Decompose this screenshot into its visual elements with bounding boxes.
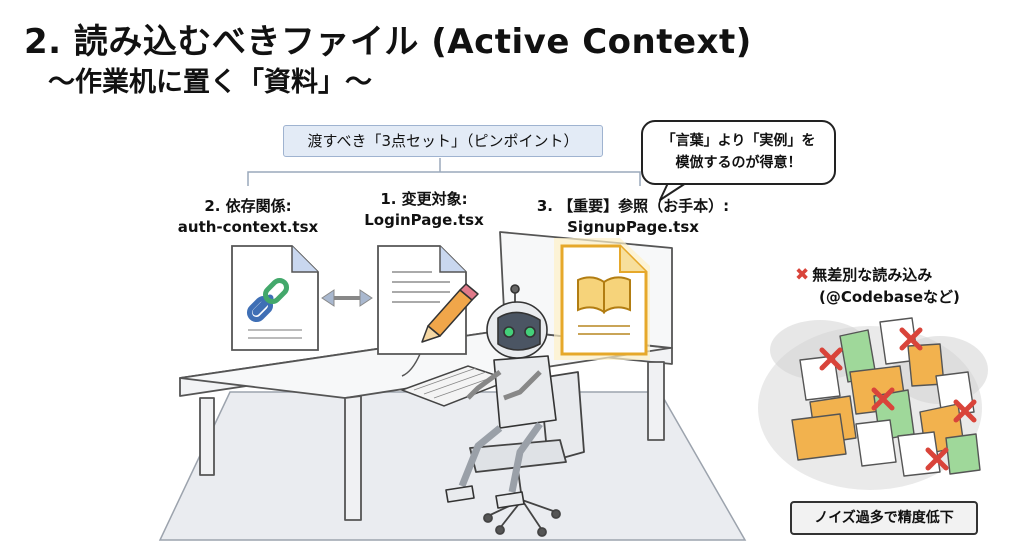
pencil-icon (421, 283, 479, 343)
speech-bubble: 「言葉」より「実例」を 模倣するのが得意！ (641, 120, 836, 185)
banner-bracket (247, 158, 641, 186)
target-file-label: 1. 変更対象: LoginPage.tsx (355, 189, 493, 231)
noise-caption: ✖無差別な読み込み (@Codebaseなど) (795, 264, 985, 308)
noise-badge: ノイズ過多で精度低下 (790, 501, 978, 535)
bubble-line-1: 「言葉」より「実例」を (661, 133, 816, 149)
noise-pile (758, 317, 988, 490)
x-mark-icon (819, 327, 977, 471)
chain-link-icon (246, 277, 290, 323)
page-subtitle: 〜作業机に置く「資料」〜 (48, 67, 372, 98)
dependency-filename: auth-context.tsx (177, 218, 319, 236)
dependency-heading: 2. 依存関係: (204, 197, 292, 215)
page-title: 2. 読み込むべきファイル (Active Context) (24, 22, 752, 62)
double-arrow (321, 289, 373, 307)
x-mark-icon: ✖ (795, 265, 810, 285)
open-book-icon (577, 276, 631, 314)
dependency-file-label: 2. 依存関係: auth-context.tsx (175, 196, 321, 238)
three-point-set-banner: 渡すべき「3点セット」（ピンポイント） (283, 125, 603, 157)
target-file-card[interactable] (377, 245, 479, 377)
dependency-file-card[interactable] (231, 245, 319, 351)
robot (445, 284, 557, 509)
reference-heading: 3. 【重要】参照（お手本）: (536, 197, 730, 215)
noise-subtitle-text: (@Codebaseなど) (819, 288, 960, 306)
noise-title-text: 無差別な読み込み (812, 266, 933, 284)
target-filename: LoginPage.tsx (364, 211, 484, 229)
reference-file-label: 3. 【重要】参照（お手本）: SignupPage.tsx (528, 196, 738, 238)
reference-filename: SignupPage.tsx (567, 218, 699, 236)
target-heading: 1. 変更対象: (380, 190, 468, 208)
reference-file-card[interactable] (554, 238, 650, 360)
bubble-line-2: 模倣するのが得意！ (675, 155, 802, 171)
